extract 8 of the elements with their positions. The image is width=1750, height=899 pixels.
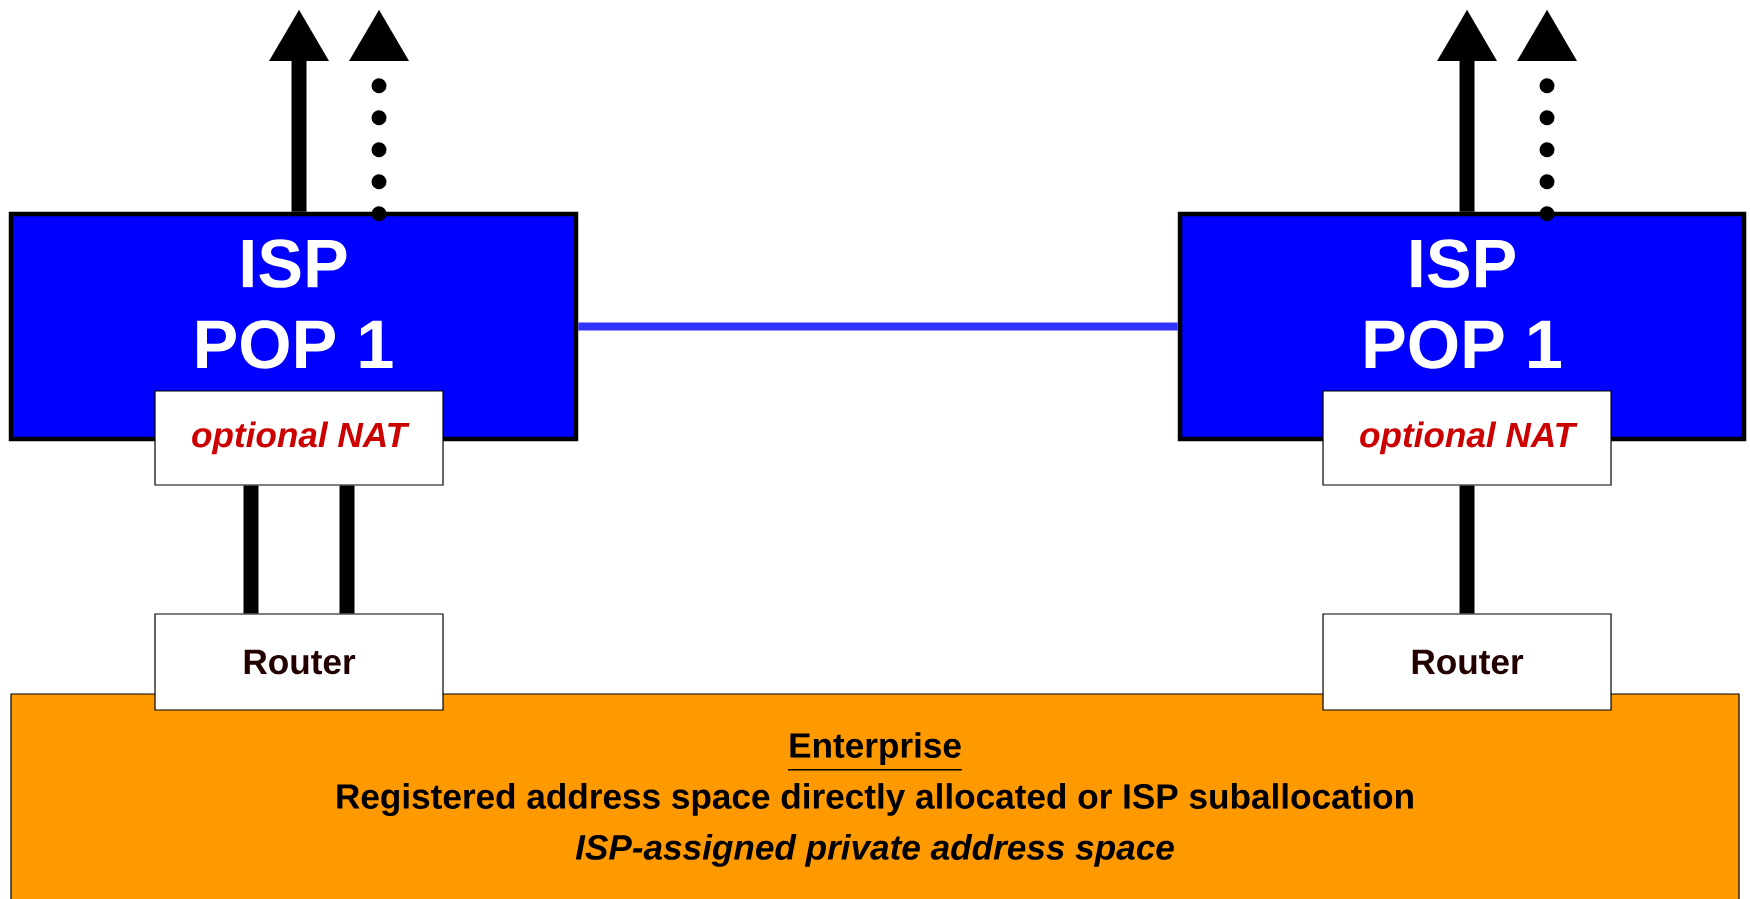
router-box: Router [1322, 613, 1612, 711]
connector-line [339, 485, 355, 614]
nat-box: optional NAT [1322, 390, 1612, 486]
connector-line [243, 485, 259, 614]
nat-box: optional NAT [154, 390, 444, 486]
router-box: Router [154, 613, 444, 711]
enterprise-box: Enterprise Registered address space directly allocated or ISP suballocation ISP-assigned private address space [10, 693, 1740, 899]
connector-line [1459, 485, 1475, 614]
